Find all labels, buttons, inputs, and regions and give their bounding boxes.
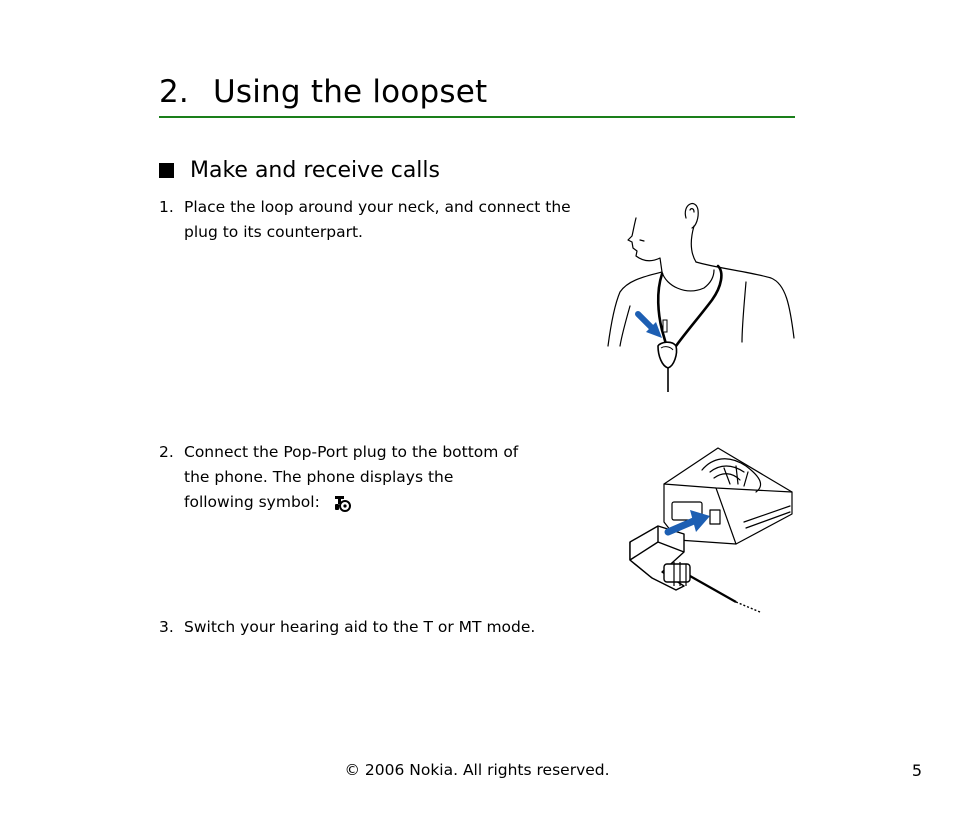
section-heading: Make and receive calls [159, 158, 440, 183]
page-number: 5 [911, 761, 922, 780]
step-text-wrap: Connect the Pop-Port plug to the bottom … [184, 440, 524, 515]
step-number: 2. [159, 443, 174, 461]
step-3: 3. Switch your hearing aid to the T or M… [159, 615, 579, 640]
chapter-title-text: Using the loopset [213, 74, 488, 110]
step-text: Connect the Pop-Port plug to the bottom … [184, 443, 519, 511]
step-1: 1. Place the loop around your neck, and … [159, 195, 579, 245]
loopset-neck-illustration [607, 202, 795, 392]
arrow-icon [664, 510, 710, 536]
step-number: 3. [159, 618, 174, 636]
section-heading-text: Make and receive calls [190, 158, 440, 183]
chapter-title: 2. Using the loopset [159, 74, 795, 118]
pop-port-illustration [629, 447, 793, 613]
loopset-icon [334, 495, 351, 512]
step-number: 1. [159, 198, 174, 216]
step-2: 2. Connect the Pop-Port plug to the bott… [159, 440, 579, 515]
chapter-number: 2. [159, 74, 189, 110]
square-bullet-icon [159, 163, 174, 178]
step-text: Place the loop around your neck, and con… [184, 198, 571, 241]
footer-copyright: © 2006 Nokia. All rights reserved. [344, 761, 610, 779]
arrow-icon [635, 311, 662, 338]
step-text: Switch your hearing aid to the T or MT m… [184, 618, 536, 636]
